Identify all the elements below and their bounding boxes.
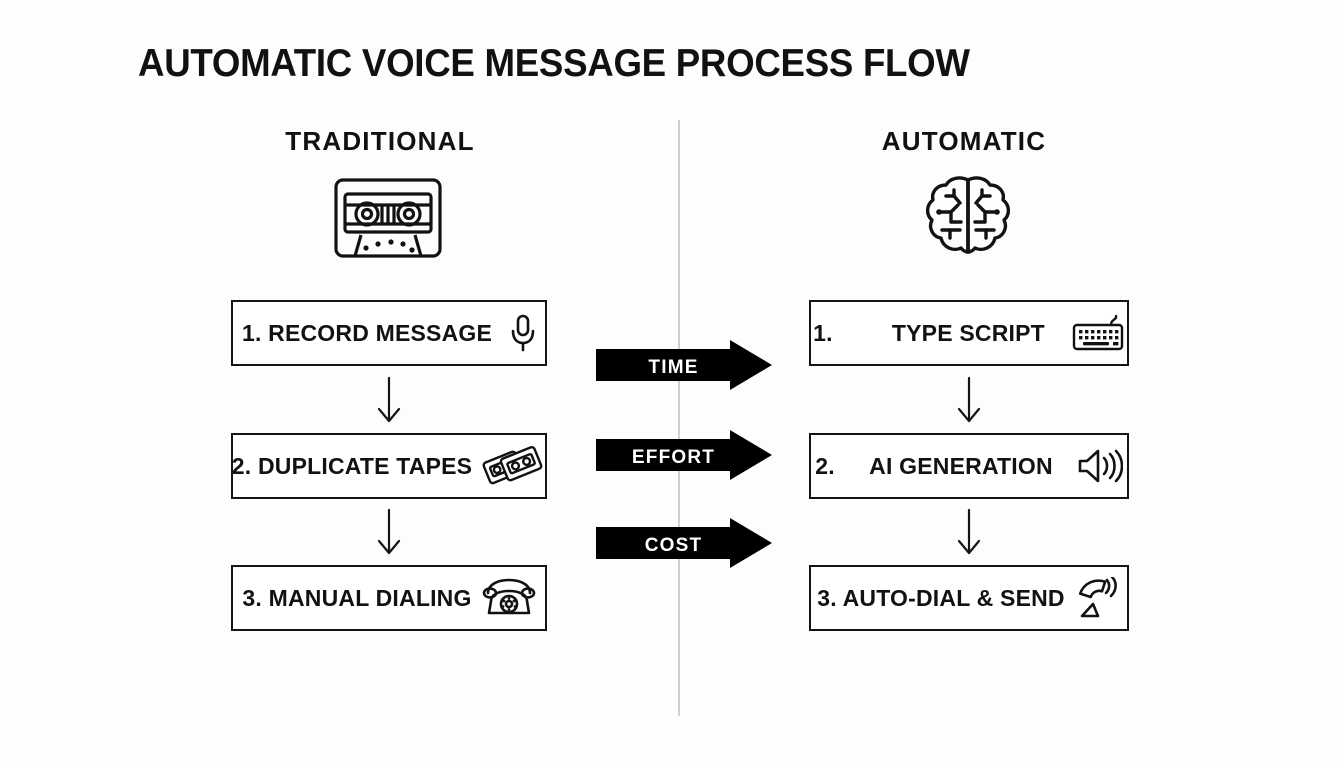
down-arrow-icon — [952, 376, 986, 431]
step-number: 1. — [241, 319, 262, 346]
down-arrow-icon — [372, 376, 406, 431]
step-box-ai-generation[interactable]: 2. AI GENERATION — [809, 433, 1129, 499]
step-label: 2. AI GENERATION — [815, 453, 1053, 480]
step-number: 3. — [817, 584, 837, 611]
step-text: DUPLICATE TAPES — [257, 452, 473, 479]
step-text: TYPE SCRIPT — [891, 319, 1045, 346]
duplicate-cassettes-icon — [482, 444, 546, 488]
step-text: RECORD MESSAGE — [268, 319, 493, 346]
step-number: 1. — [813, 319, 833, 346]
step-box-type-script[interactable]: 1. TYPE SCRIPT — [809, 300, 1129, 366]
step-label: 3. MANUAL DIALING — [242, 585, 471, 612]
step-number: 2. — [815, 452, 835, 479]
keyboard-icon — [1071, 313, 1125, 353]
column-heading-traditional: TRADITIONAL — [285, 126, 475, 156]
rotary-telephone-icon — [482, 577, 536, 619]
cassette-tape-icon — [333, 177, 443, 264]
step-text: MANUAL DIALING — [268, 584, 472, 611]
step-number: 3. — [242, 584, 262, 611]
step-box-record-message[interactable]: 1. RECORD MESSAGE — [231, 300, 547, 366]
speaker-volume-icon — [1077, 447, 1123, 485]
comparison-arrow-effort: EFFORT — [596, 430, 772, 485]
microphone-icon — [510, 314, 536, 352]
comparison-arrow-time: TIME — [596, 340, 772, 395]
step-label: 2. DUPLICATE TAPES — [232, 453, 472, 480]
step-label: 3. AUTO-DIAL & SEND — [817, 585, 1064, 612]
down-arrow-icon — [952, 508, 986, 563]
comparison-arrow-cost: COST — [596, 518, 772, 573]
brain-circuit-icon — [920, 172, 1016, 263]
step-box-auto-dial-send[interactable]: 3. AUTO-DIAL & SEND — [809, 565, 1129, 631]
step-text: AI GENERATION — [869, 452, 1053, 479]
down-arrow-icon — [372, 508, 406, 563]
step-label: 1. TYPE SCRIPT — [813, 320, 1045, 347]
step-text: AUTO-DIAL & SEND — [842, 584, 1065, 611]
step-label: 1. RECORD MESSAGE — [242, 320, 492, 347]
column-divider — [678, 120, 680, 716]
step-box-manual-dialing[interactable]: 3. MANUAL DIALING — [231, 565, 547, 631]
step-number: 2. — [231, 452, 252, 479]
step-box-duplicate-tapes[interactable]: 2. DUPLICATE TAPES — [231, 433, 547, 499]
satellite-dish-icon — [1075, 577, 1121, 619]
column-heading-automatic: AUTOMATIC — [881, 126, 1047, 156]
page-title: AUTOMATIC VOICE MESSAGE PROCESS FLOW — [138, 42, 970, 85]
